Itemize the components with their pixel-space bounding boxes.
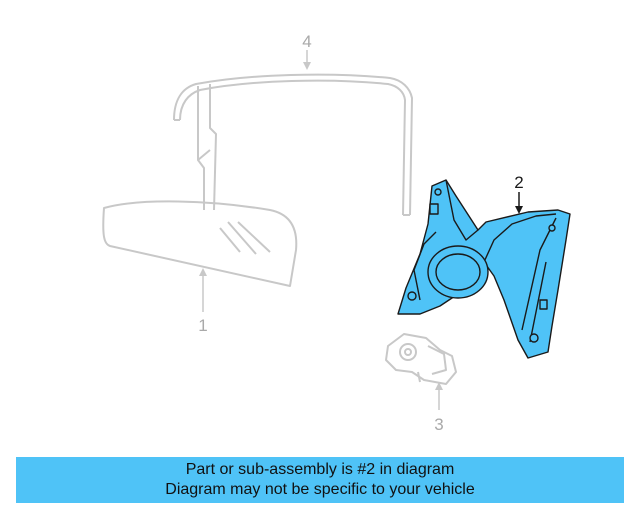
arrowhead-1-icon (199, 268, 207, 276)
callout-1: 1 (198, 316, 207, 335)
callout-2: 2 (514, 173, 523, 192)
arrowhead-3-icon (435, 382, 443, 390)
callout-3: 3 (434, 415, 443, 434)
part-2-window-regulator (397, 179, 571, 359)
banner-line-disclaimer: Diagram may not be specific to your vehi… (165, 481, 475, 498)
part-1-door-glass (102, 200, 298, 287)
arrowhead-4-icon (303, 62, 311, 70)
callout-4: 4 (302, 32, 311, 51)
banner-line-part-number: Part or sub-assembly is #2 in diagram (185, 461, 455, 478)
part-4-weatherstrip (173, 73, 413, 216)
info-banner: Part or sub-assembly is #2 in diagram Di… (16, 457, 624, 503)
part-3-window-motor (385, 333, 457, 385)
arrowhead-2-icon (515, 206, 523, 214)
parts-diagram: 4 1 2 3 (102, 32, 571, 434)
